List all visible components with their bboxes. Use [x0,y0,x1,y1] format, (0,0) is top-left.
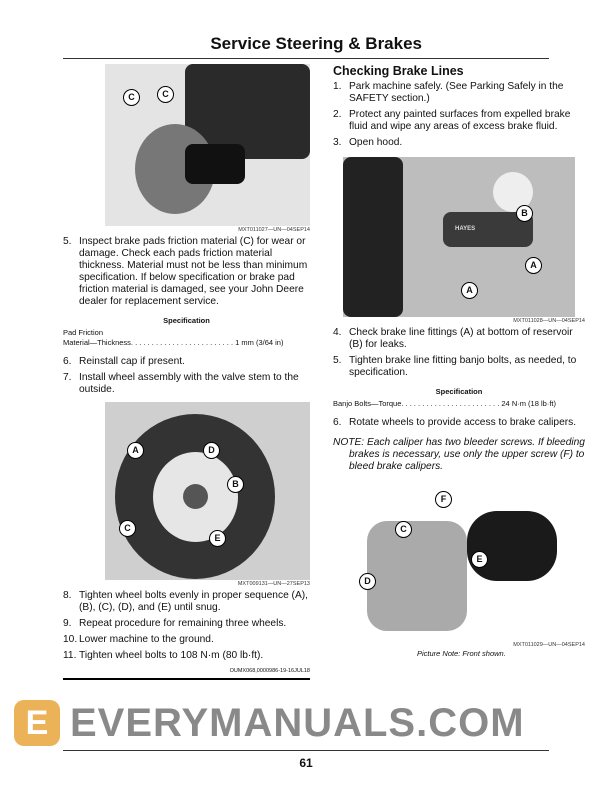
brake-caliper-figure: C C [105,64,310,226]
step-4: 4.Check brake line fittings (A) at botto… [333,327,573,350]
reference-code: OUMX068,0000986-19-16JUL18 [229,668,310,674]
callout-d: D [359,573,376,590]
callout-c: C [123,89,140,106]
callout-c: C [119,520,136,537]
callout-e: E [209,530,226,547]
section-heading: Checking Brake Lines [333,64,464,78]
callout-f: F [435,491,452,508]
step-6: 6.Rotate wheels to provide access to bra… [333,417,577,428]
figure-caption: MXT011029—UN—04SEP14 [513,642,585,648]
note: NOTE: Each caliper has two bleeder screw… [333,437,585,472]
step-1: 1.Park machine safely. (See Parking Safe… [333,81,564,104]
callout-a: A [525,257,542,274]
page-number: 61 [299,756,313,770]
figure-caption: MXT009131—UN—27SEP13 [237,581,310,587]
callout-c: C [157,86,174,103]
step-2: 2.Protect any painted surfaces from expe… [333,109,571,132]
spec-banjo-bolts: Banjo Bolts—Torque. . . . . . . . . . . … [333,399,556,408]
callout-e: E [471,551,488,568]
hayes-label: HAYES [455,226,476,232]
footer-rule [63,750,549,751]
step-3: 3.Open hood. [333,137,403,148]
callout-d: D [203,442,220,459]
callout-b: B [516,205,533,222]
step-7: 7.Install wheel assembly with the valve … [63,372,299,395]
right-column: Checking Brake Lines 1.Park machine safe… [333,64,585,658]
spec-heading: Specification [435,387,483,396]
step-5: 5.Inspect brake pads friction material (… [63,236,308,307]
wheel-figure: A D B C E [105,402,310,580]
step-9: 9.Repeat procedure for remaining three w… [63,618,287,629]
watermark: EVERYMANUALS.COM [70,701,525,745]
step-6: 6.Reinstall cap if present. [63,356,185,367]
header-rule [63,58,549,59]
callout-a: A [461,282,478,299]
page-title: Service Steering & Brakes [210,34,422,53]
figure-caption: MXT011027—UN—04SEP14 [238,227,310,233]
picture-note: Picture Note: Front shown. [417,649,506,658]
step-8: 8.Tighten wheel bolts evenly in proper s… [63,590,308,613]
watermark-logo: E [14,700,60,746]
brake-reservoir-figure: HAYES B A A [343,157,575,317]
callout-a: A [127,442,144,459]
caliper-bleeder-figure: F C E D [357,481,585,641]
section-end-rule [63,678,310,680]
callout-c: C [395,521,412,538]
spec-heading: Specification [163,316,210,325]
callout-b: B [227,476,244,493]
step-10: 10.Lower machine to the ground. [63,634,214,645]
step-11: 11.Tighten wheel bolts to 108 N·m (80 lb… [63,650,264,661]
figure-caption: MXT011028—UN—04SEP14 [513,318,585,324]
step-5: 5.Tighten brake line fitting banjo bolts… [333,355,577,378]
left-column: C C MXT011027—UN—04SEP14 5.Inspect brake… [63,64,310,680]
